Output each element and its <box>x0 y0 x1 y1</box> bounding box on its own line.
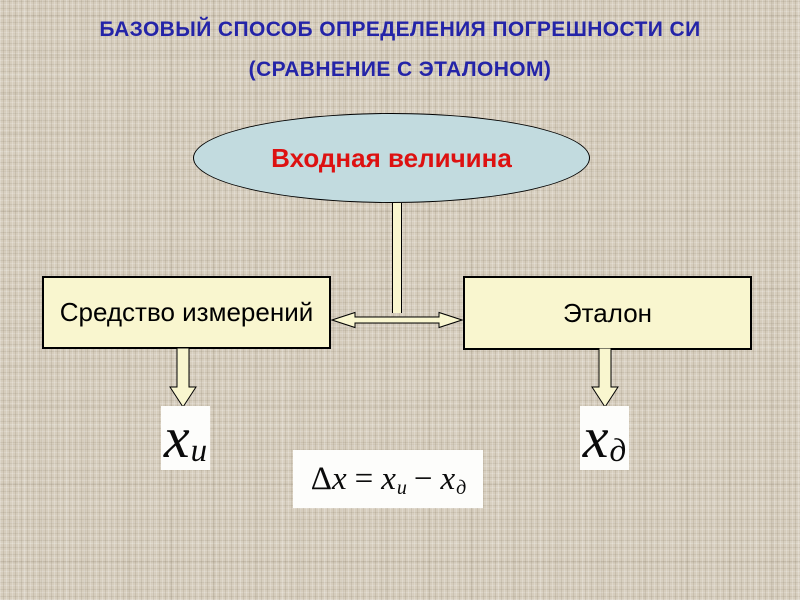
box-etalon-label: Эталон <box>562 297 653 328</box>
down-arrow-right-shape <box>591 348 619 408</box>
formula-equals: = <box>354 460 374 497</box>
output-label-x-i-base: x <box>163 405 190 470</box>
formula-delta: Δ <box>310 460 332 497</box>
box-measuring-instrument: Средство измерений <box>42 276 331 349</box>
formula-term1-x: x <box>381 460 396 497</box>
slide-title-line-2: (СРАВНЕНИЕ С ЭТАЛОНОМ) <box>248 58 552 81</box>
down-arrow-right-icon <box>591 348 619 408</box>
formula-term1-sub: и <box>396 477 407 499</box>
output-label-x-d-base: x <box>582 405 609 470</box>
slide-title-line-1: БАЗОВЫЙ СПОСОБ ОПРЕДЕЛЕНИЯ ПОГРЕШНОСТИ С… <box>99 18 701 41</box>
formula-term2-x: x <box>440 460 456 497</box>
double-arrow-shape <box>331 311 463 329</box>
formula-term2-sub: д <box>456 477 467 499</box>
box-measuring-instrument-label: Средство измерений <box>59 297 314 327</box>
down-arrow-left-icon <box>169 348 197 408</box>
input-quantity-ellipse: Входная величина <box>193 113 590 203</box>
formula-minus: − <box>413 460 433 497</box>
formula-lhs-x: x <box>331 460 347 497</box>
box-etalon: Эталон <box>463 276 752 350</box>
input-quantity-label: Входная величина <box>271 142 512 173</box>
double-arrow-icon <box>331 311 463 329</box>
output-label-x-d-sub: д <box>609 433 627 469</box>
output-label-x-i-sub: и <box>190 433 208 469</box>
vertical-connector-line <box>392 203 402 313</box>
down-arrow-left-shape <box>169 348 197 408</box>
